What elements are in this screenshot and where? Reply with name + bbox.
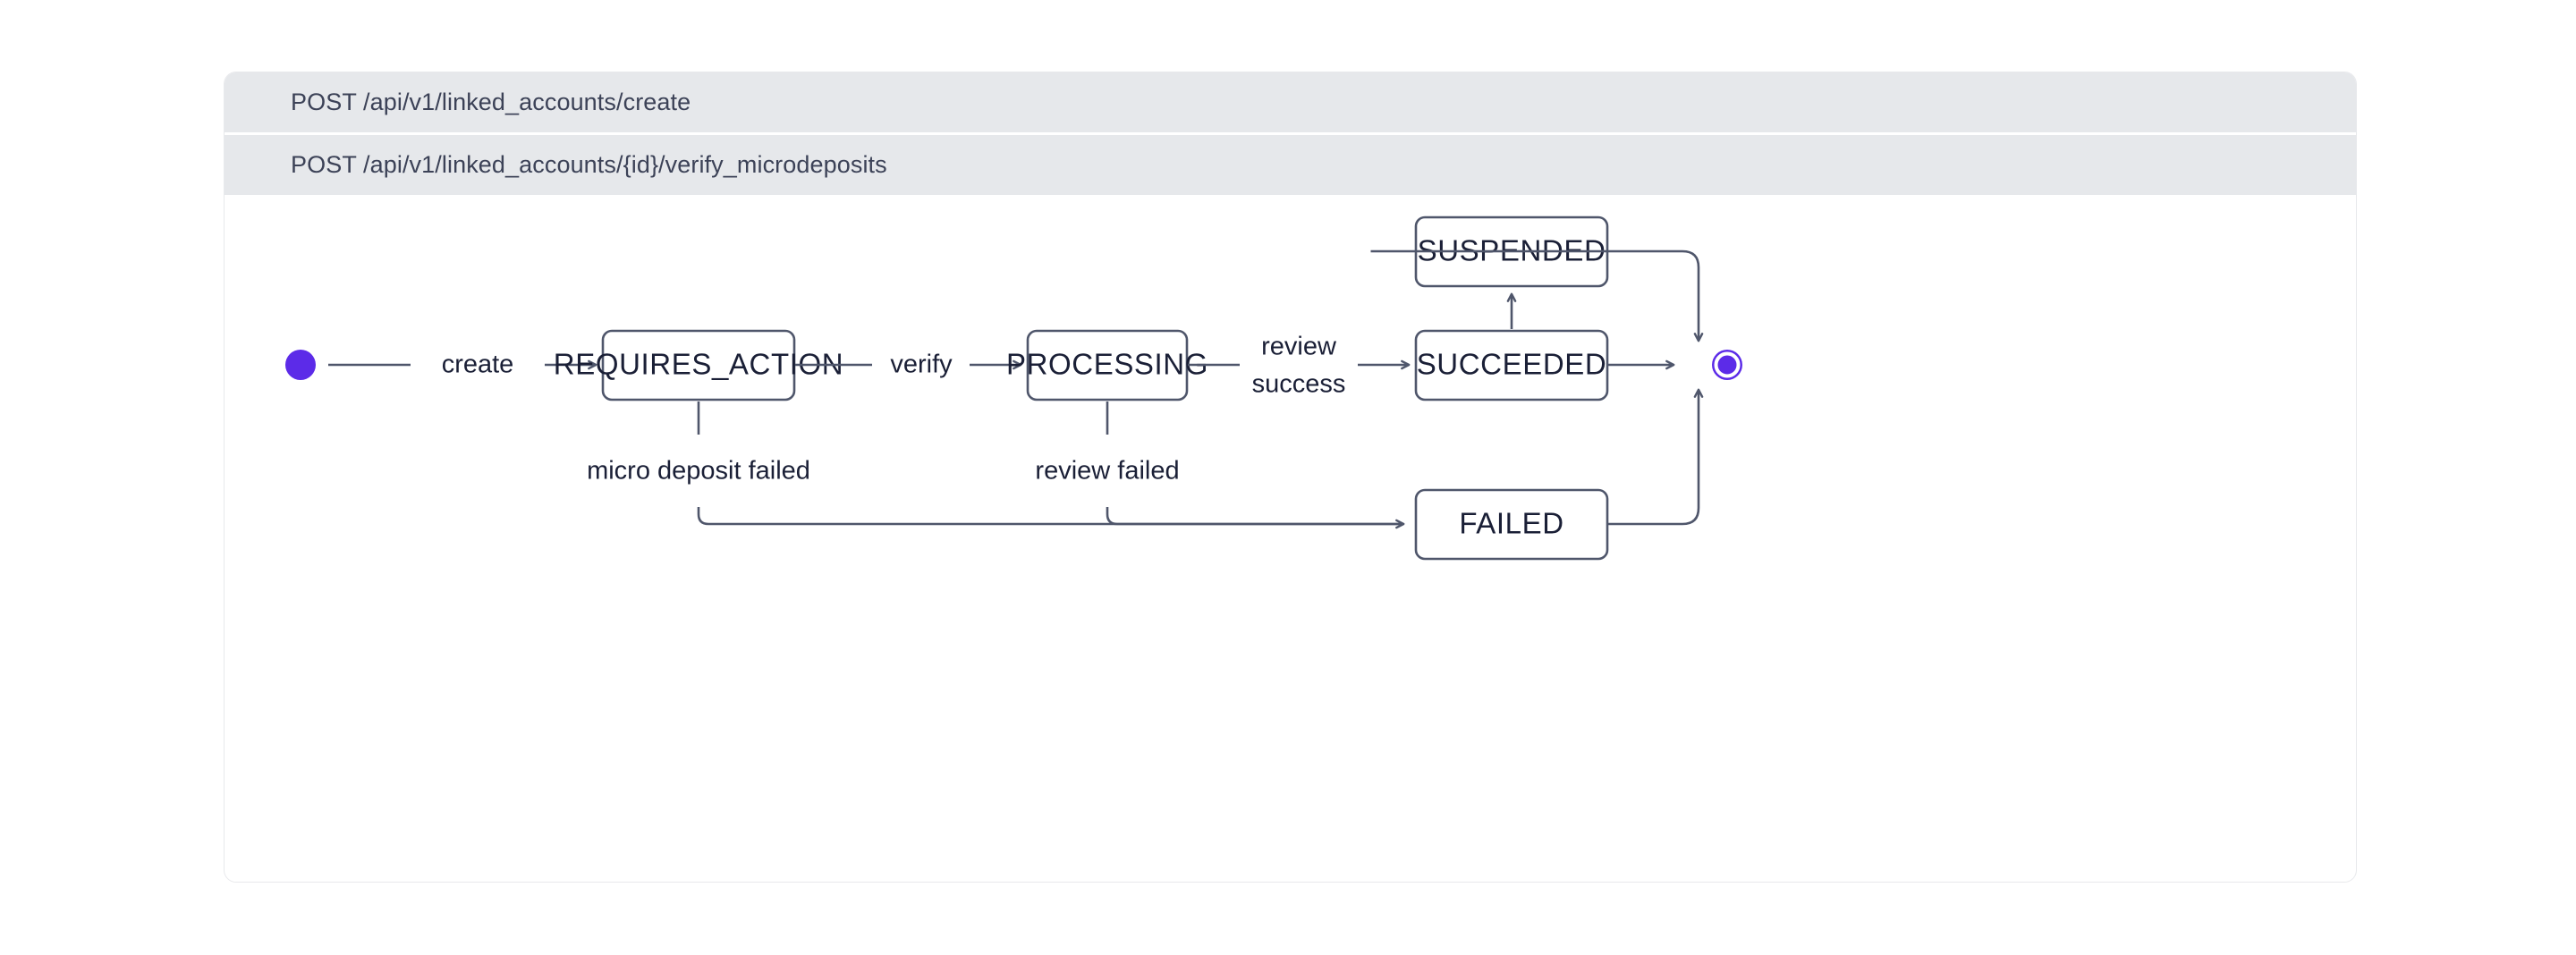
api-state-diagram-card: POST /api/v1/linked_accounts/create POST… xyxy=(224,72,2357,883)
edge-label-review-failed: review failed xyxy=(1035,457,1179,486)
edge-label-micro-deposit-failed: micro deposit failed xyxy=(587,457,810,486)
edge-label-review-success-line1: review xyxy=(1261,333,1337,361)
state-machine-diagram: create REQUIRES_ACTION verify PROCESSING… xyxy=(225,195,2356,882)
edge-label-review-success-line2: success xyxy=(1252,370,1346,399)
endpoint-row-create[interactable]: POST /api/v1/linked_accounts/create xyxy=(225,72,2356,132)
initial-state-node xyxy=(285,350,316,380)
endpoint-label-create: POST /api/v1/linked_accounts/create xyxy=(291,89,691,115)
endpoint-label-verify-microdeposits: POST /api/v1/linked_accounts/{id}/verify… xyxy=(291,151,887,178)
endpoint-list: POST /api/v1/linked_accounts/create POST… xyxy=(225,72,2356,195)
state-label-succeeded: SUCCEEDED xyxy=(1417,348,1607,381)
edge-suspended-to-end xyxy=(1370,249,1699,341)
state-label-processing: PROCESSING xyxy=(1006,348,1208,381)
final-state-node-inner xyxy=(1718,356,1736,374)
edge-label-create: create xyxy=(442,351,514,379)
state-node-processing[interactable] xyxy=(1026,329,1189,401)
state-node-succeeded[interactable] xyxy=(1414,329,1609,401)
state-label-failed: FAILED xyxy=(1459,507,1563,540)
state-label-requires-action: REQUIRES_ACTION xyxy=(554,348,843,381)
state-node-failed[interactable] xyxy=(1414,488,1609,561)
edge-label-verify: verify xyxy=(890,351,953,379)
state-node-requires-action[interactable] xyxy=(601,329,796,401)
edge-failed-to-end xyxy=(1608,388,1704,526)
endpoint-row-verify-microdeposits[interactable]: POST /api/v1/linked_accounts/{id}/verify… xyxy=(225,135,2356,195)
edge-micro-deposit-failed-to-failed xyxy=(697,507,1405,529)
edge-review-failed-to-failed xyxy=(1106,507,1403,526)
final-state-node-ring xyxy=(1714,351,1741,378)
